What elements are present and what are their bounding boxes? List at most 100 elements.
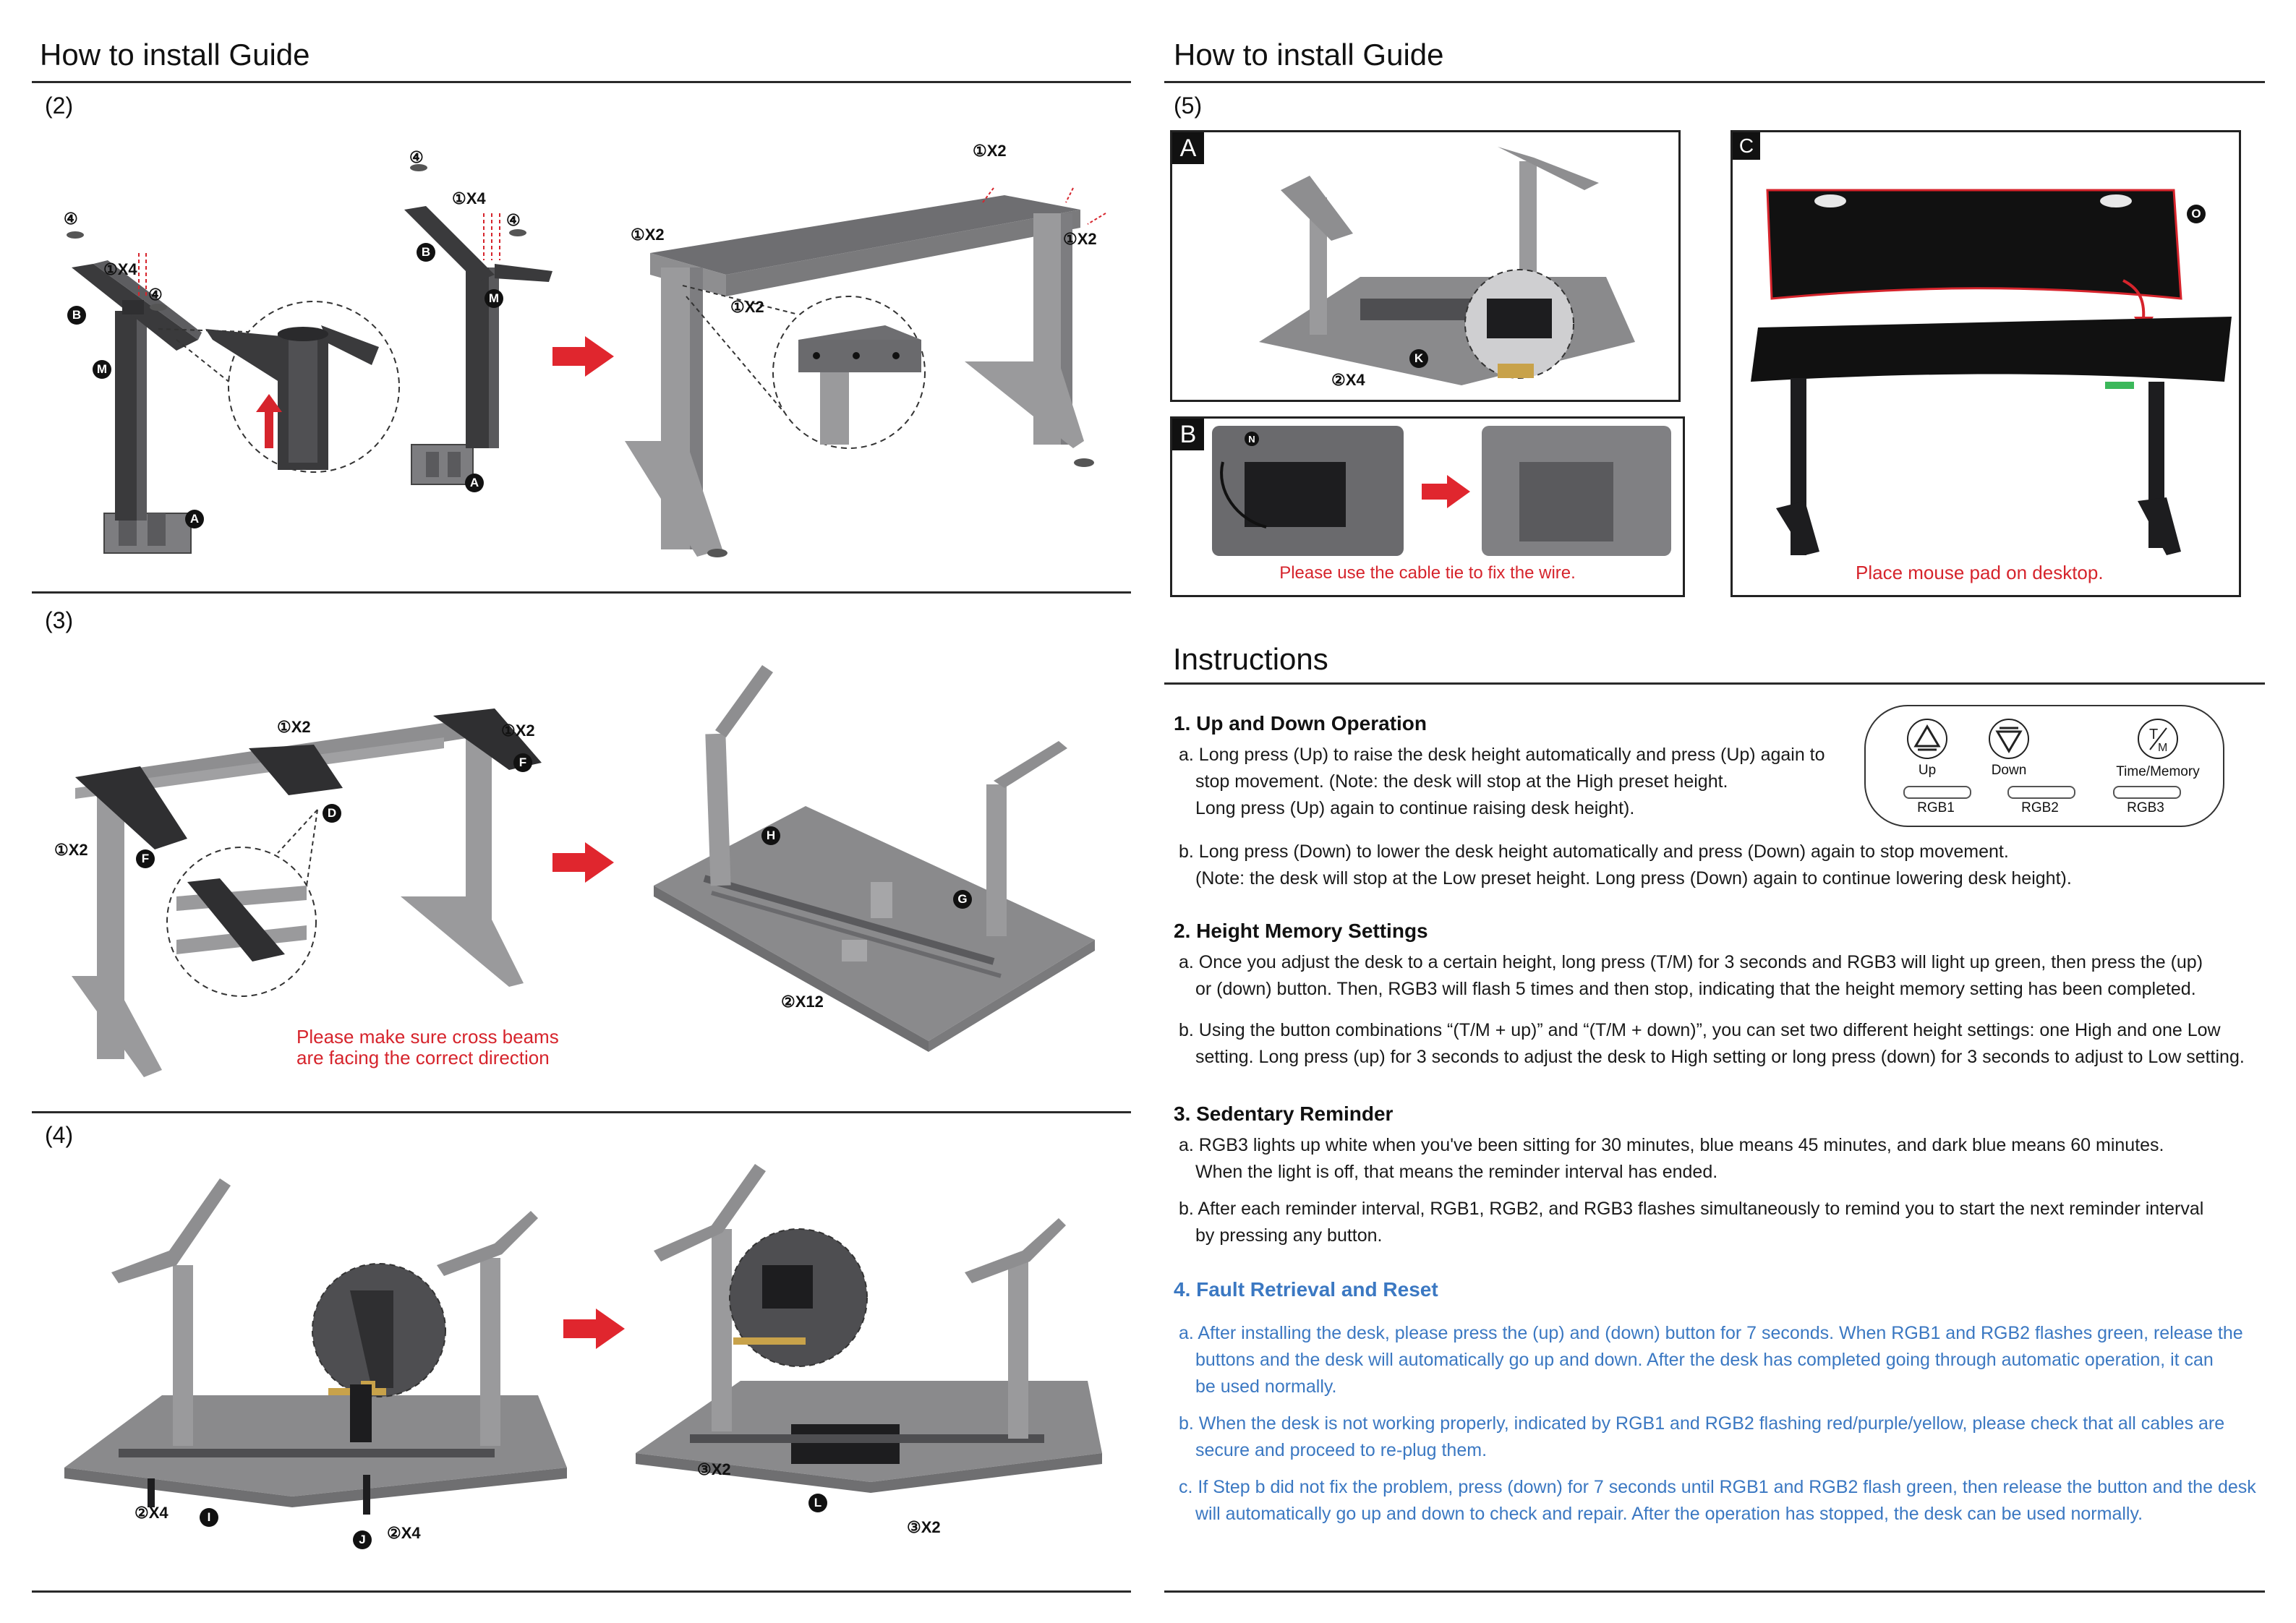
- step-3-illustration: Please make sure cross beams are facing …: [72, 665, 1095, 1077]
- section-3-heading: 3. Sedentary Reminder: [1174, 1102, 1394, 1125]
- right-title-rule: [1164, 81, 2265, 83]
- control-panel-remote: T M Up Down Time/Memory RGB1 RGB2 RGB3: [1864, 705, 2224, 827]
- step-3-label: (3): [45, 607, 74, 633]
- callout-1x2-b: ①X2: [631, 226, 665, 244]
- callout-4-d: ④: [506, 211, 521, 229]
- callout-1x4-a: ①X4: [103, 260, 137, 278]
- step-3-arrow-icon: [552, 842, 614, 883]
- step-3-warning-line-1: Please make sure cross beams: [296, 1026, 559, 1048]
- section-2-a-line-2: or (down) button. Then, RGB3 will flash …: [1195, 979, 2196, 999]
- section-4-b-line-1: b. When the desk is not working properly…: [1179, 1413, 2225, 1434]
- panel-b-letter: B: [1172, 419, 1204, 450]
- section-1-a-line-1: a. Long press (Up) to raise the desk hei…: [1179, 745, 1825, 765]
- callout-2x12: ②X12: [781, 993, 824, 1011]
- panel-a: A ②X4 K: [1170, 130, 1681, 402]
- marker-m-b: M: [485, 289, 503, 308]
- down-button-icon: [1989, 719, 2029, 759]
- marker-a-b: A: [465, 474, 484, 492]
- section-3-a-line-2: When the light is off, that means the re…: [1195, 1162, 1718, 1182]
- left-guide-title: How to install Guide: [40, 38, 310, 72]
- callout-1x2-c: ①X2: [1063, 230, 1097, 248]
- section-3-b-line-2: by pressing any button.: [1195, 1225, 1383, 1246]
- callout-2x4-b: ②X4: [387, 1524, 421, 1542]
- callout-4-c: ④: [409, 148, 424, 166]
- time-memory-button-label: Time/Memory: [2116, 764, 2200, 779]
- instructions-rule: [1164, 682, 2265, 685]
- svg-text:M: M: [2158, 742, 2167, 754]
- section-4-c-line-2: will automatically go up and down to che…: [1195, 1504, 2143, 1524]
- marker-g: G: [953, 890, 972, 909]
- callout-3x2-b: ③X2: [907, 1518, 941, 1536]
- marker-f-a: F: [136, 849, 155, 868]
- panel-a-letter: A: [1172, 132, 1204, 164]
- rgb3-indicator: [2113, 786, 2181, 799]
- left-bottom-rule: [32, 1590, 1131, 1593]
- panel-b-caption: Please use the cable tie to fix the wire…: [1279, 563, 1576, 583]
- rgb2-indicator: [2007, 786, 2075, 799]
- callout-2x4-a: ②X4: [135, 1504, 168, 1522]
- desk-underside-left: [64, 1178, 567, 1515]
- section-1-a-line-2: stop movement. (Note: the desk will stop…: [1195, 771, 1728, 792]
- callout-1x2-g: ①X2: [54, 841, 88, 859]
- step-4-illustration: [64, 1164, 1102, 1515]
- instructions-title: Instructions: [1173, 642, 1328, 676]
- callout-1x2-f: ①X2: [501, 721, 535, 740]
- marker-f-b: F: [513, 753, 532, 772]
- desk-underside-right: [636, 1164, 1102, 1493]
- zoom-detail-circle: [158, 301, 400, 473]
- section-4-b-line-2: secure and proceed to re-plug them.: [1195, 1440, 1488, 1460]
- section-2-b-line-1: b. Using the button combinations “(T/M +…: [1179, 1020, 2221, 1040]
- section-4-a-line-3: be used normally.: [1195, 1376, 1337, 1397]
- section-4-a-line-2: buttons and the desk will automatically …: [1195, 1350, 2214, 1370]
- up-button-label: Up: [1918, 763, 1937, 778]
- panel-c-caption: Place mouse pad on desktop.: [1856, 562, 2104, 583]
- panel-a-callout: ②X4: [1331, 371, 1365, 389]
- marker-m-a: M: [93, 360, 111, 379]
- callout-1x2-a: ①X2: [973, 142, 1007, 160]
- leg-assembly-left: [67, 231, 202, 554]
- callout-1x2-e: ①X2: [277, 718, 311, 736]
- marker-k: K: [1409, 349, 1428, 368]
- callout-1x4-b: ①X4: [452, 189, 486, 207]
- frame-on-desktop: [654, 665, 1095, 1052]
- section-2-a-line-1: a. Once you adjust the desk to a certain…: [1179, 952, 2203, 972]
- svg-text:T: T: [2149, 727, 2158, 742]
- marker-j: J: [353, 1530, 372, 1549]
- step-4-label: (4): [45, 1122, 74, 1148]
- marker-a-a: A: [185, 510, 204, 528]
- marker-b-a: B: [67, 306, 86, 325]
- marker-i: I: [200, 1508, 218, 1527]
- rgb2-label: RGB2: [2021, 800, 2059, 815]
- marker-n: N: [1245, 432, 1259, 446]
- section-3-b-line-1: b. After each reminder interval, RGB1, R…: [1179, 1199, 2204, 1219]
- section-3-a-line-1: a. RGB3 lights up white when you've been…: [1179, 1135, 2164, 1155]
- section-1-b-line-1: b. Long press (Down) to lower the desk h…: [1179, 842, 2009, 862]
- down-button-label: Down: [1991, 763, 2027, 778]
- step-4-arrow-icon: [563, 1309, 625, 1349]
- panel-c-letter: C: [1733, 132, 1760, 160]
- step-3-rule: [32, 1111, 1131, 1113]
- callout-3x2-a: ③X2: [697, 1460, 731, 1478]
- panel-b-arrow-icon: [1422, 475, 1470, 508]
- section-4-c-line-1: c. If Step b did not fix the problem, pr…: [1179, 1477, 2256, 1497]
- section-2-heading: 2. Height Memory Settings: [1174, 920, 1428, 942]
- marker-o: O: [2187, 205, 2206, 223]
- left-title-rule: [32, 81, 1131, 83]
- marker-h: H: [761, 826, 780, 845]
- section-4-a-line-1: a. After installing the desk, please pre…: [1179, 1323, 2243, 1343]
- marker-l: L: [808, 1494, 827, 1512]
- callout-4-b: ④: [148, 286, 163, 304]
- marker-d: D: [323, 804, 341, 823]
- step-3-warning-line-2: are facing the correct direction: [296, 1047, 550, 1069]
- time-memory-button-icon: T M: [2138, 719, 2178, 759]
- rgb1-label: RGB1: [1917, 800, 1955, 815]
- panel-b: B N Please use the cable tie to fix the …: [1170, 416, 1685, 597]
- marker-b-b: B: [417, 243, 435, 262]
- section-1-heading: 1. Up and Down Operation: [1174, 712, 1427, 735]
- step-2-arrow-icon: [552, 336, 614, 377]
- step-2-label: (2): [45, 93, 74, 119]
- section-1-b-line-2: (Note: the desk will stop at the Low pre…: [1195, 868, 2072, 888]
- leg-assembly-middle: [404, 164, 552, 485]
- section-2-b-line-2: setting. Long press (up) for 3 seconds t…: [1195, 1047, 2245, 1067]
- frame-with-brackets: [72, 708, 542, 1077]
